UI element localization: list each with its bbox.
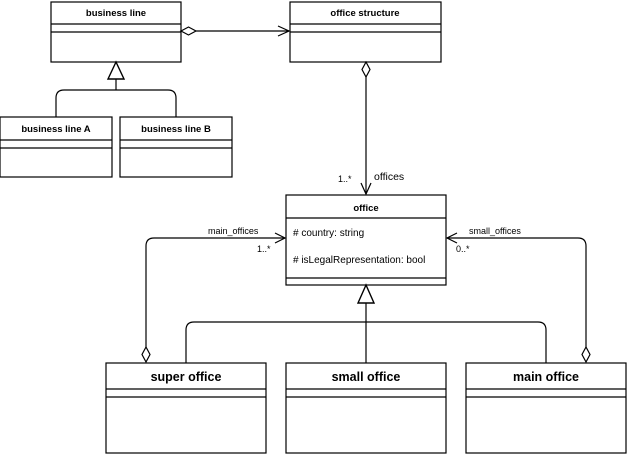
navigation-arrowhead [274,232,287,244]
class-business-line-b[interactable]: business line B [119,116,233,178]
navigation-arrowhead [445,232,458,244]
class-title-super-office: super office [151,370,222,384]
association-offices: offices 1..* [338,60,404,196]
inheritance-triangle [356,283,376,304]
class-main-office[interactable]: main office [465,362,627,454]
inheritance-triangle [106,60,126,80]
role-label-main-offices: main_offices [208,226,259,236]
aggregation-diamond [361,60,371,79]
class-title-business-line-b: business line B [141,124,211,135]
aggregation-diamond [581,345,591,364]
class-business-line[interactable]: business line [50,1,182,63]
role-label-small-offices: small_offices [469,226,521,236]
class-small-office[interactable]: small office [285,362,447,454]
class-title-small-office: small office [332,370,401,384]
association-small-offices: small_offices 0..* [445,226,591,364]
multiplicity-offices: 1..* [338,174,352,184]
attribute-is-legal-representation: # isLegalRepresentation: bool [293,255,425,266]
generalization-business-line [55,60,177,117]
class-office-structure[interactable]: office structure [289,1,442,63]
aggregation-diamond [179,26,198,36]
navigation-arrowhead [360,182,372,196]
class-title-business-line-a: business line A [21,124,90,135]
class-title-office-structure: office structure [330,8,399,19]
class-office[interactable]: office # country: string # isLegalRepres… [285,194,447,286]
multiplicity-small-offices: 0..* [456,244,470,254]
attribute-country: # country: string [293,228,364,239]
generalization-office [185,283,547,363]
multiplicity-main-offices: 1..* [257,244,271,254]
class-super-office[interactable]: super office [105,362,267,454]
class-business-line-a[interactable]: business line A [0,116,113,178]
class-title-business-line: business line [86,8,146,19]
class-title-main-office: main office [513,370,579,384]
navigation-arrowhead [277,25,291,37]
role-label-offices: offices [374,171,404,183]
association-main-offices: main_offices 1..* [141,226,287,364]
aggregation-diamond [141,345,151,364]
class-title-office: office [353,203,378,214]
aggregation-business-line-office-structure [179,25,291,37]
